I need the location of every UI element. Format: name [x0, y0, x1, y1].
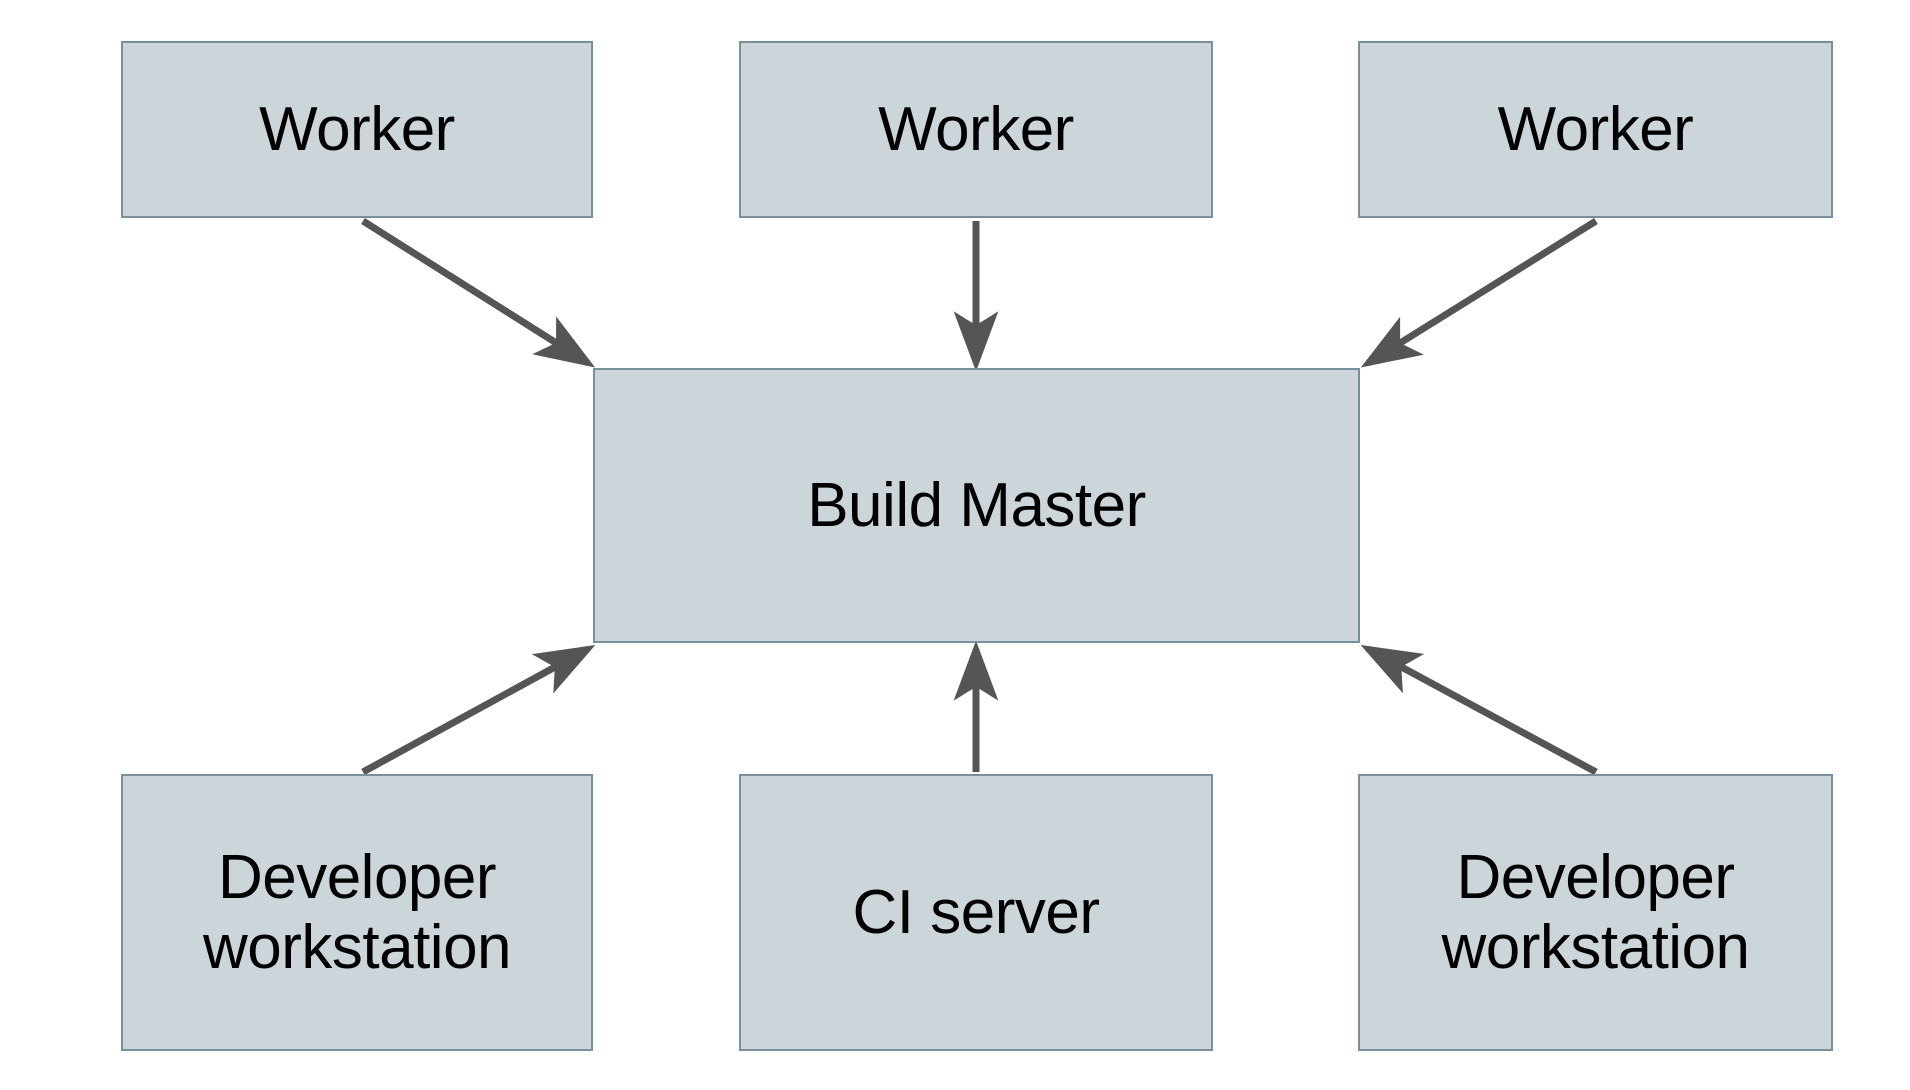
- node-worker-1-label: Worker: [259, 94, 455, 164]
- node-developer-workstation-1-label: Developer workstation: [202, 843, 512, 982]
- node-worker-3[interactable]: Worker: [1358, 41, 1833, 218]
- node-worker-2[interactable]: Worker: [739, 41, 1213, 218]
- node-ci-server-label: CI server: [852, 877, 1100, 947]
- edge-dev-2-to-build-master: [1360, 645, 1598, 776]
- edge-worker-3-to-build-master: [1360, 218, 1598, 368]
- edge-worker-1-to-build-master: [361, 218, 596, 368]
- node-developer-workstation-1[interactable]: Developer workstation: [121, 774, 593, 1051]
- node-worker-3-label: Worker: [1497, 94, 1694, 164]
- node-build-master-label: Build Master: [807, 470, 1146, 540]
- node-ci-server[interactable]: CI server: [739, 774, 1213, 1051]
- edge-dev-1-to-build-master: [361, 644, 596, 776]
- node-developer-workstation-2[interactable]: Developer workstation: [1358, 774, 1833, 1051]
- node-worker-1[interactable]: Worker: [121, 41, 593, 218]
- node-developer-workstation-2-label: Developer workstation: [1441, 843, 1750, 982]
- node-worker-2-label: Worker: [878, 94, 1074, 164]
- node-build-master[interactable]: Build Master: [593, 368, 1360, 643]
